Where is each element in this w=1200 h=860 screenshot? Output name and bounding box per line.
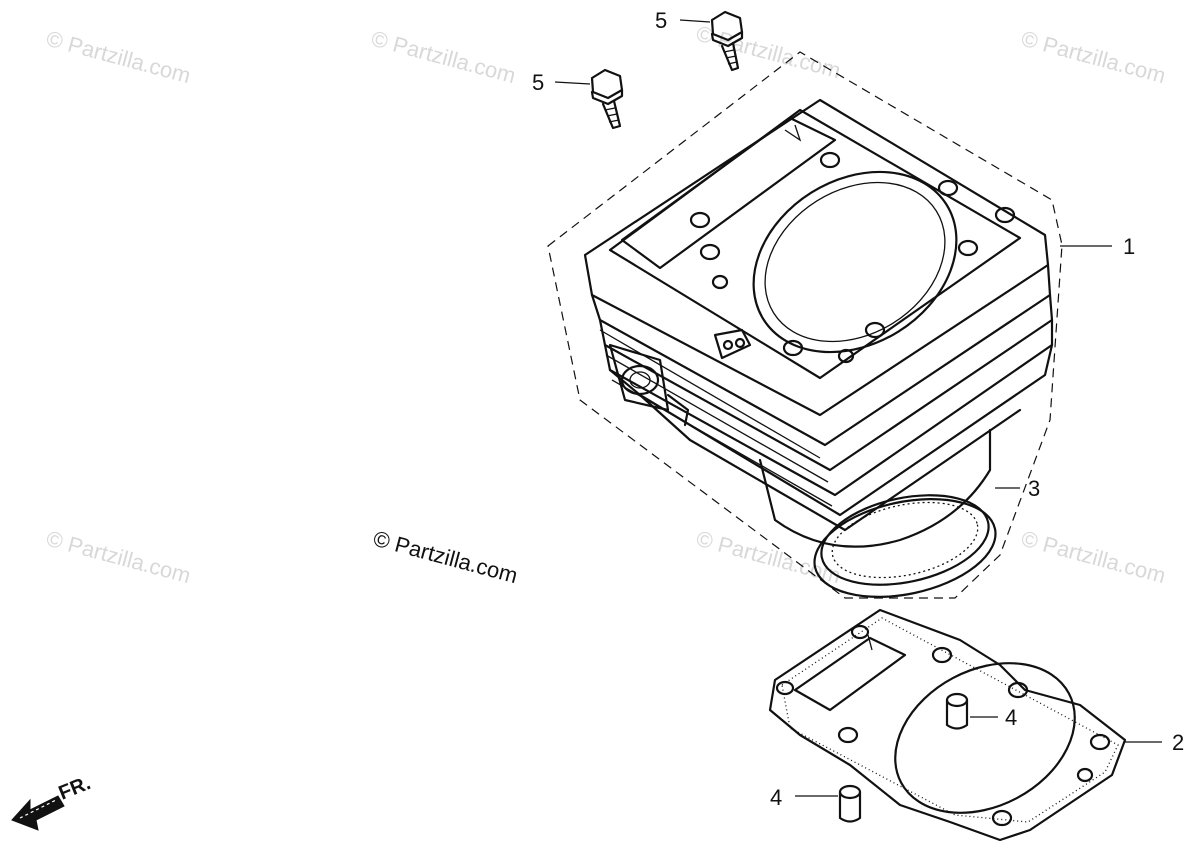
watermarks: © Partzilla.com © Partzilla.com © Partzi… [44, 21, 1169, 589]
callout-2: 2 [1172, 730, 1184, 755]
gasket-drawing [768, 608, 1127, 842]
watermark: © Partzilla.com [44, 526, 194, 589]
watermark: © Partzilla.com [1019, 26, 1169, 89]
callout-4-upper: 4 [1005, 705, 1017, 730]
watermark: © Partzilla.com [1019, 526, 1169, 589]
dowel-pin-upper-drawing [945, 692, 969, 730]
callout-3: 3 [1028, 476, 1040, 501]
callout-5-lower: 5 [532, 70, 544, 95]
assembly-outline [547, 51, 1063, 599]
bolt-lower-drawing [590, 68, 624, 130]
watermark: © Partzilla.com [44, 26, 194, 89]
cylinder-drawing [583, 98, 1054, 586]
dowel-pin-lower-drawing [838, 784, 862, 823]
bolt-upper-drawing [710, 10, 744, 72]
front-marker-label: FR. [56, 772, 94, 804]
front-arrow-icon [11, 795, 65, 831]
watermark: © Partzilla.com [369, 26, 519, 89]
copyright-label: © Partzilla.com [371, 526, 521, 589]
callout-5-upper: 5 [655, 8, 667, 33]
o-ring-drawing [813, 498, 997, 598]
callout-1: 1 [1123, 234, 1135, 259]
watermark: © Partzilla.com [694, 21, 844, 84]
callout-4-lower: 4 [770, 785, 782, 810]
